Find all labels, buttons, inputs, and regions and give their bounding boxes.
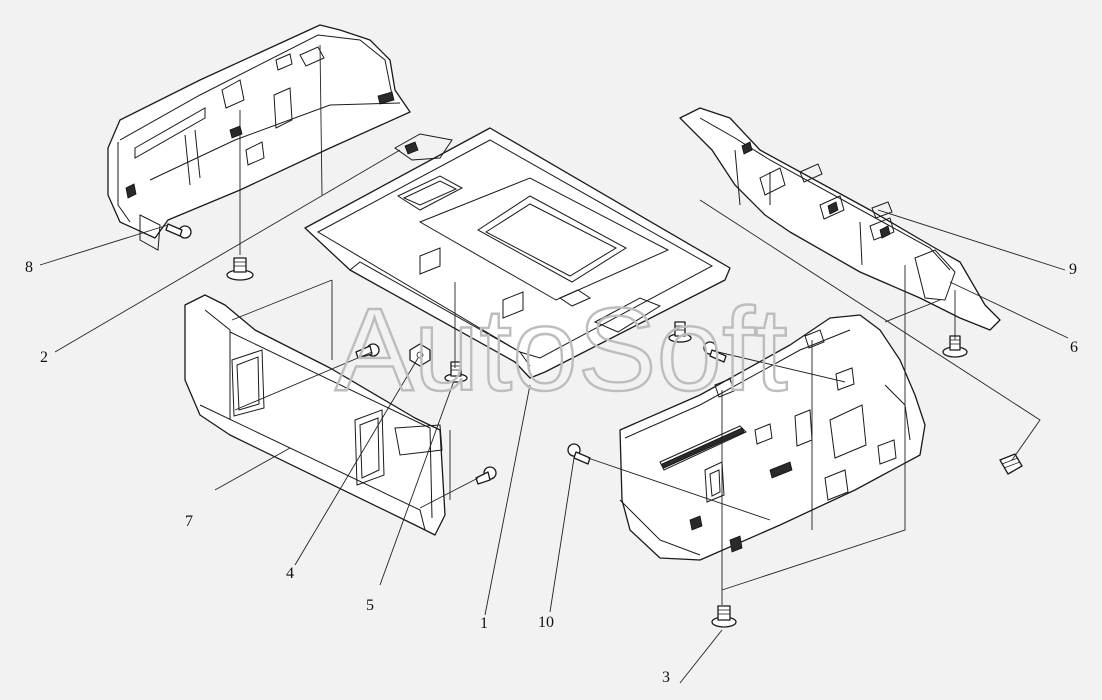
upper-left-side-trim: [107, 24, 411, 251]
screw-mid-left: [355, 343, 380, 359]
callout-7: 7: [185, 513, 193, 530]
nut-clip: [409, 343, 431, 367]
push-clip-center: [444, 361, 468, 383]
callout-3: 3: [662, 669, 670, 686]
screw-right-mid: [567, 443, 591, 465]
headliner-panel: [304, 127, 731, 379]
callout-labels: 1 2 3 4 5 6 7 8 9 10: [25, 259, 1078, 686]
screw-right-upper: [703, 341, 727, 363]
callout-4: 4: [286, 565, 294, 582]
screw-left: [165, 223, 192, 239]
callout-9: 9: [1069, 261, 1077, 278]
push-clip-bottom: [711, 605, 737, 628]
callout-10: 10: [538, 614, 554, 631]
callout-5: 5: [366, 597, 374, 614]
spring-clip: [999, 453, 1023, 475]
callout-2: 2: [40, 349, 48, 366]
callout-8: 8: [25, 259, 33, 276]
lower-left-side-trim: [184, 294, 446, 536]
callout-6: 6: [1070, 339, 1078, 356]
upper-right-rear-trim: [679, 107, 1001, 331]
screw-lower-left: [475, 466, 497, 485]
callout-1: 1: [480, 615, 488, 632]
lower-right-rear-trim: [619, 314, 926, 561]
leader-lines: [39, 44, 1069, 684]
push-clip-right: [942, 335, 968, 358]
push-clip-roof-right: [668, 321, 692, 343]
watermark-text: AutoSoft: [335, 284, 788, 416]
push-clip-left: [226, 257, 254, 281]
